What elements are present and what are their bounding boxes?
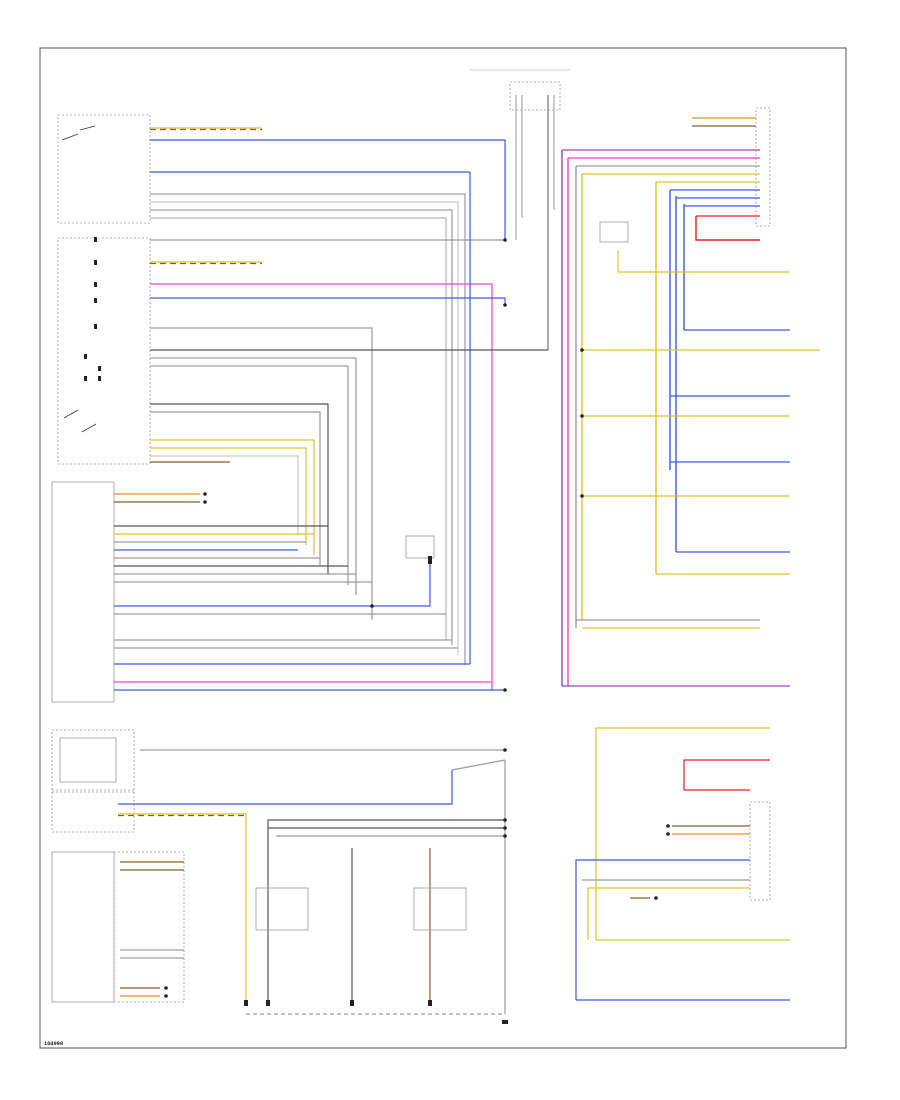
right-vertical-bus — [561, 150, 760, 686]
mid-left-switch-box — [57, 237, 151, 465]
ground-icon — [405, 535, 435, 564]
bottom-component-left — [255, 887, 309, 931]
diagram-frame — [39, 47, 847, 1049]
bottom-wires — [118, 749, 506, 1015]
right-horizontal-wires — [562, 117, 820, 687]
connector-icon — [84, 237, 101, 381]
selector-lever-box — [51, 851, 115, 1003]
lower-right-wires — [575, 727, 790, 1001]
ground-icon — [599, 221, 629, 243]
figure-id: 104998 — [44, 1041, 63, 1047]
left-module-box — [51, 481, 115, 703]
right-lower-module — [749, 801, 771, 901]
ground-icon — [244, 1000, 508, 1024]
selector-lever-connector — [113, 851, 185, 1003]
top-left-switch-box — [57, 114, 151, 224]
right-top-module — [755, 107, 771, 227]
splice-icon — [164, 238, 670, 998]
fuse-block — [470, 69, 570, 350]
left-inner-switch-box — [59, 737, 117, 783]
left-wires — [150, 127, 548, 690]
switch-icon — [61, 125, 97, 433]
left-module-connector-box — [51, 729, 135, 793]
module-wires — [114, 172, 505, 691]
bottom-component-right — [413, 887, 467, 931]
lower-left-box — [51, 789, 135, 833]
